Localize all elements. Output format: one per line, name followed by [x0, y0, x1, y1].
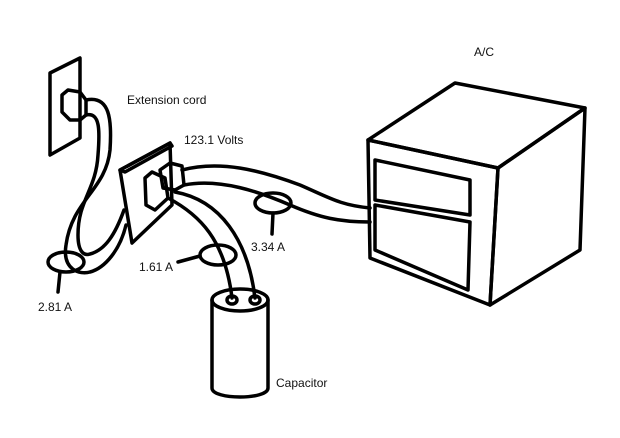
extension-cord-label: Extension cord — [127, 93, 207, 107]
extension-cord — [63, 97, 128, 275]
ac-current-label: 3.34 A — [251, 240, 286, 254]
capacitor-body — [210, 298, 270, 399]
capacitor-terminal-2 — [248, 294, 262, 306]
capacitor-terminal-1 — [225, 294, 239, 306]
wall-plug — [60, 88, 88, 122]
ac-vent — [373, 158, 472, 217]
ac-front — [366, 138, 500, 307]
wall-outlet — [48, 56, 82, 157]
capacitor-label: Capacitor — [276, 376, 328, 390]
clamp-capacitor-leader — [176, 254, 202, 264]
power-strip-top — [118, 141, 174, 174]
clamp-ac-leader — [270, 211, 275, 236]
clamp-cord — [46, 250, 86, 274]
ac-grille — [373, 203, 472, 292]
extension-cord-inner — [76, 113, 126, 257]
capacitor-current-label: 1.61 A — [139, 260, 174, 274]
capacitor-wire-1 — [166, 196, 234, 300]
ac-cord — [180, 164, 372, 210]
cord-current-label: 2.81 A — [38, 300, 73, 314]
capacitor-top — [210, 287, 270, 313]
clamp-cord-leader — [56, 270, 62, 294]
ac-side — [488, 106, 587, 307]
ac-label: A/C — [474, 45, 495, 59]
capacitor-wire-2 — [173, 190, 257, 300]
voltage-label: 123.1 Volts — [184, 133, 244, 147]
ac-top — [366, 81, 587, 170]
strip-plug-1 — [143, 170, 170, 212]
